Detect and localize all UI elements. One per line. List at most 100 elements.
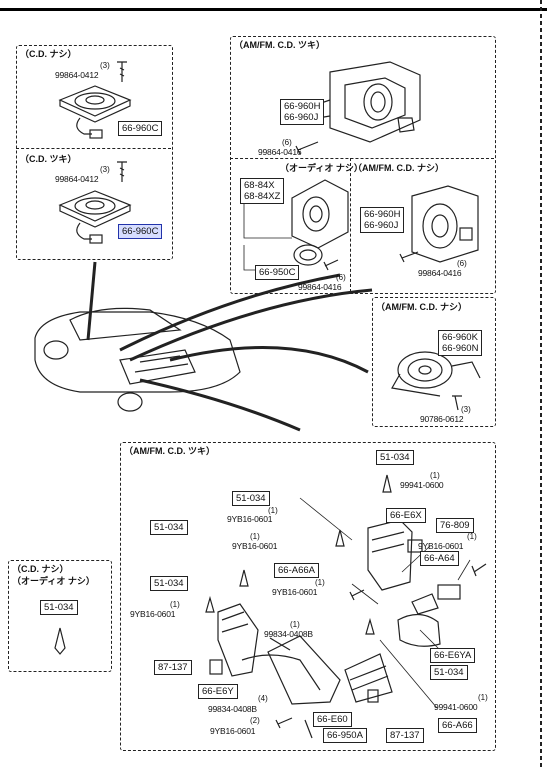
part-number: 68-84XZ <box>244 191 281 202</box>
group-label-cd-tsuki: （C.D. ツキ） <box>20 154 77 164</box>
fastener-part-number[interactable]: 99864-0416 <box>258 147 302 157</box>
fastener-qty: (6) <box>336 273 346 282</box>
fastener-part-number[interactable]: 99864-0416 <box>418 268 462 278</box>
part-number: 66-960J <box>364 220 399 231</box>
fastener-qty: (1) <box>268 506 278 515</box>
part-label-51-034[interactable]: 51-034 <box>232 491 270 506</box>
rear-speaker-icon <box>391 351 481 397</box>
fastener-qty: (1) <box>170 600 180 609</box>
screw-icon <box>452 395 462 411</box>
leader-line <box>304 719 313 739</box>
fastener-qty: (6) <box>282 138 292 147</box>
part-label-66-960c[interactable]: 66-960C <box>118 121 163 136</box>
group-duct-with-cd <box>120 442 496 751</box>
pad-icon <box>367 689 379 703</box>
fastener-part-number[interactable]: 99864-0412 <box>55 174 99 184</box>
callout-line <box>129 288 373 362</box>
page-edge <box>540 0 542 768</box>
fastener-qty: (4) <box>258 694 268 703</box>
fastener-part-number[interactable]: 99941-0600 <box>434 702 478 712</box>
part-label-51-034[interactable]: 51-034 <box>40 600 78 615</box>
part-label-66-950a[interactable]: 66-950A <box>323 728 367 743</box>
screw-icon <box>471 563 487 577</box>
fastener-qty: (3) <box>461 405 471 414</box>
part-label-66-e60[interactable]: 66-E60 <box>313 712 352 727</box>
fastener-part-number[interactable]: 99834-0408B <box>208 704 257 714</box>
fastener-part-number[interactable]: 9YB16-0601 <box>418 541 464 551</box>
part-label-66-e6x[interactable]: 66-E6X <box>386 508 426 523</box>
fastener-qty: (1) <box>430 471 440 480</box>
screw-icon <box>399 251 419 263</box>
group-label: （オーディオ ナシ） <box>12 576 95 586</box>
part-label-66-e6y[interactable]: 66-E6Y <box>198 684 238 699</box>
fastener-part-number[interactable]: 99864-0412 <box>55 70 99 80</box>
part-number: 66-960K <box>442 332 478 343</box>
part-label-51-034[interactable]: 51-034 <box>430 665 468 680</box>
part-label-68-84x-68-84xz[interactable]: 68-84X 68-84XZ <box>240 178 285 204</box>
part-label-66-960c-highlighted[interactable]: 66-960C <box>118 224 163 239</box>
part-label-66-e6ya[interactable]: 66-E6YA <box>430 648 476 663</box>
part-label-66-960k-66-960n[interactable]: 66-960K 66-960N <box>438 330 483 356</box>
group-duct-without-cd <box>8 560 112 672</box>
fastener-part-number[interactable]: 99864-0416 <box>298 282 342 292</box>
fastener-part-number[interactable]: 9YB16-0601 <box>210 726 256 736</box>
part-label-51-034[interactable]: 51-034 <box>150 520 188 535</box>
car-outline-icon <box>34 307 241 412</box>
part-label-51-034[interactable]: 51-034 <box>150 576 188 591</box>
group-audio-without-cd <box>372 297 496 427</box>
part-label-66-960h-66-960j[interactable]: 66-960H 66-960J <box>360 207 405 233</box>
fastener-part-number[interactable]: 90786-0612 <box>420 414 464 424</box>
speaker-grille-icon <box>293 244 323 266</box>
tweeter-speaker-icon <box>58 190 132 244</box>
part-label-66-a64[interactable]: 66-A64 <box>420 551 459 566</box>
pad-icon <box>407 539 423 553</box>
screw-icon <box>275 717 293 729</box>
group-label: （オーディオ ナシ） <box>280 163 363 173</box>
fastener-qty: (6) <box>457 259 467 268</box>
air-duct-icon <box>217 519 441 705</box>
group-label-cd-nashi: （C.D. ナシ） <box>20 49 77 59</box>
part-label-66-a66a[interactable]: 66-A66A <box>274 563 319 578</box>
fastener-qty: (3) <box>100 61 110 70</box>
part-label-76-809[interactable]: 76-809 <box>436 518 474 533</box>
part-label-66-950c[interactable]: 66-950C <box>255 265 300 280</box>
fastener-qty: (2) <box>250 716 260 725</box>
foam-pad-icon <box>437 584 461 600</box>
group-label: （C.D. ナシ） <box>12 564 69 574</box>
part-number: 66-960J <box>284 112 319 123</box>
part-label-51-034[interactable]: 51-034 <box>376 450 414 465</box>
fastener-qty: (1) <box>290 620 300 629</box>
callout-line <box>169 346 369 374</box>
group-label: （AM/FM. C.D. ナシ） <box>353 163 444 173</box>
door-speaker-icon <box>411 185 479 263</box>
clip-icon <box>54 474 392 655</box>
fastener-qty: (3) <box>100 165 110 174</box>
part-number: 66-960H <box>364 209 401 220</box>
fastener-part-number[interactable]: 99941-0600 <box>400 480 444 490</box>
fastener-part-number[interactable]: 9YB16-0601 <box>232 541 278 551</box>
group-label: （AM/FM. C.D. ツキ） <box>124 446 215 456</box>
part-number: 66-960H <box>284 101 321 112</box>
screw-icon <box>349 589 365 601</box>
group-divider <box>350 158 351 292</box>
part-label-66-960h-66-960j[interactable]: 66-960H 66-960J <box>280 99 325 125</box>
part-label-87-137[interactable]: 87-137 <box>154 660 192 675</box>
tweeter-speaker-icon <box>58 85 132 139</box>
callout-line <box>119 273 341 352</box>
screw-icon <box>323 259 339 271</box>
group-tweeter-speakers <box>16 45 173 260</box>
part-label-66-a66[interactable]: 66-A66 <box>438 718 477 733</box>
fastener-qty: (1) <box>478 693 488 702</box>
screw-icon <box>117 161 127 182</box>
fastener-part-number[interactable]: 99834-0408B <box>264 629 313 639</box>
fastener-qty: (1) <box>467 532 477 541</box>
group-divider <box>230 158 494 159</box>
callout-line <box>139 378 301 432</box>
part-number: 66-960N <box>442 343 479 354</box>
group-label: （AM/FM. C.D. ナシ） <box>376 302 467 312</box>
fastener-part-number[interactable]: 9YB16-0601 <box>227 514 273 524</box>
part-label-87-137[interactable]: 87-137 <box>386 728 424 743</box>
group-audio-with-cd <box>230 36 496 294</box>
fastener-part-number[interactable]: 9YB16-0601 <box>130 609 176 619</box>
fastener-part-number[interactable]: 9YB16-0601 <box>272 587 318 597</box>
